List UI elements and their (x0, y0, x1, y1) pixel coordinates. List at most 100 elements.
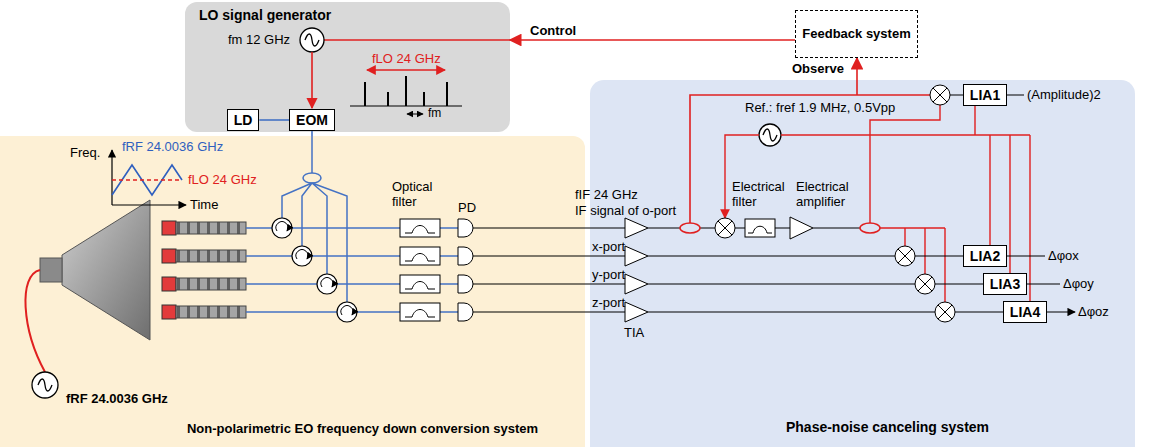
frequency-label: fLO 24 GHz (372, 52, 441, 67)
circulator-symbol (317, 274, 337, 294)
mixer-cross (938, 305, 952, 319)
frequency-label: fLO 24 GHz (188, 173, 257, 188)
eo-crystal (162, 305, 176, 319)
bandpass-symbol (405, 282, 435, 290)
eo-crystal (162, 249, 176, 263)
flo-spacing-arrow (367, 69, 445, 70)
electrical-filter (745, 219, 775, 237)
laser-diode-box: LD (227, 109, 260, 131)
signal-splitter (860, 223, 880, 233)
mixer-cross (718, 221, 732, 235)
optical-filter (400, 275, 440, 293)
mixer-symbol (930, 85, 950, 105)
optical-filter (400, 303, 440, 321)
mixer-symbol (895, 246, 915, 266)
circulator-arrow (296, 250, 308, 259)
if-wires (648, 228, 935, 312)
part-label: Electrical filter (732, 180, 794, 210)
tia-symbol (625, 246, 648, 266)
photodiode (458, 247, 473, 265)
label-anchor: Δφoz (1078, 305, 1109, 320)
spectrum-lines (365, 76, 447, 106)
port-label: z-port (592, 296, 625, 311)
amplitude-wire (870, 105, 940, 223)
fiber-splitter (303, 173, 321, 183)
reference-oscillator (759, 124, 781, 146)
port-label: y-port (592, 268, 625, 283)
probe-body (176, 306, 246, 318)
modulation-wire (311, 52, 313, 108)
lo-panel-ground (185, 2, 510, 132)
label-anchor: (Amplitude)2 (1027, 88, 1101, 103)
node-text: Phase-noise canceling system (650, 419, 1125, 435)
freq-axis (111, 150, 112, 205)
label-anchor: y-port (592, 268, 625, 283)
circulator-symbol (272, 218, 292, 238)
connectors (259, 40, 857, 136)
probe-body (176, 250, 246, 262)
electrical-amplifier (790, 217, 813, 239)
bandpass-symbol (405, 254, 435, 262)
bandpass-symbol (405, 310, 435, 318)
connector (311, 131, 313, 136)
filter-fibers (440, 228, 458, 312)
mixer-symbol (935, 302, 955, 322)
part-label: PD (458, 201, 476, 216)
eom-box: EOM (289, 109, 335, 131)
mixer-cross (898, 249, 912, 263)
probe-body (176, 278, 246, 290)
bandpass-symbol (748, 226, 772, 233)
part-label: Optical filter (392, 180, 450, 210)
lia-reference-wires (781, 106, 1030, 301)
lock-in-amplifier: LIA4 (1003, 301, 1047, 323)
sine-wave (763, 129, 777, 141)
lock-in-amplifier: LIA2 (963, 245, 1007, 267)
horn-waveguide (40, 258, 62, 282)
node-text: EOM (296, 112, 328, 128)
label-anchor: z-port (592, 296, 625, 311)
bandpass-symbol (405, 226, 435, 234)
return-fibers (292, 228, 400, 312)
output-label: (Amplitude)2 (1027, 88, 1101, 103)
part-label: Electrical amplifier (796, 180, 862, 210)
label-anchor: Electrical amplifier (796, 180, 862, 210)
observe-wire (690, 80, 930, 223)
time-axis (112, 204, 186, 205)
optical-filter (400, 219, 440, 237)
label-anchor: Time (190, 198, 218, 213)
label-anchor: fLO 24 GHz (188, 173, 257, 188)
node-text: Feedback system (802, 27, 910, 42)
node-text: LD (234, 112, 253, 128)
circulator-symbol (292, 246, 312, 266)
circulator-symbol (337, 302, 357, 322)
label-anchor: fIF 24 GHz (575, 188, 638, 203)
connector (510, 39, 795, 41)
signal-label: fIF 24 GHz (575, 188, 638, 203)
sine-wave (38, 379, 52, 391)
lo-generator-panel: LO signal generatorLD EOM (185, 2, 510, 132)
eo-crystal (162, 277, 176, 291)
phase-noise-panel: Phase-noise canceling systemLIA1LIA2LIA3… (590, 80, 1135, 447)
circulator-arrow (341, 306, 353, 315)
edge-label-anchor: Control (530, 24, 576, 39)
pd-output-wires (473, 228, 625, 312)
photodiode (458, 303, 473, 321)
oscillator-symbol (300, 28, 324, 52)
pnc-panel-ground (590, 80, 1135, 447)
axis-label: Freq. (70, 146, 100, 161)
tia-symbol (625, 218, 648, 238)
rf-sweep-curve (112, 165, 182, 195)
connector (259, 119, 289, 121)
output-label: Δφoy (1063, 277, 1094, 292)
frequency-label: fRF 24.0036 GHz (66, 392, 168, 407)
edge-label-anchor: Observe (792, 62, 844, 77)
photodiode (458, 219, 473, 237)
label-anchor: fRF 24.0036 GHz (66, 392, 168, 407)
lo-level-line (112, 179, 182, 180)
label-anchor: x-port (592, 240, 625, 255)
node-text: LO signal generator (199, 7, 496, 23)
